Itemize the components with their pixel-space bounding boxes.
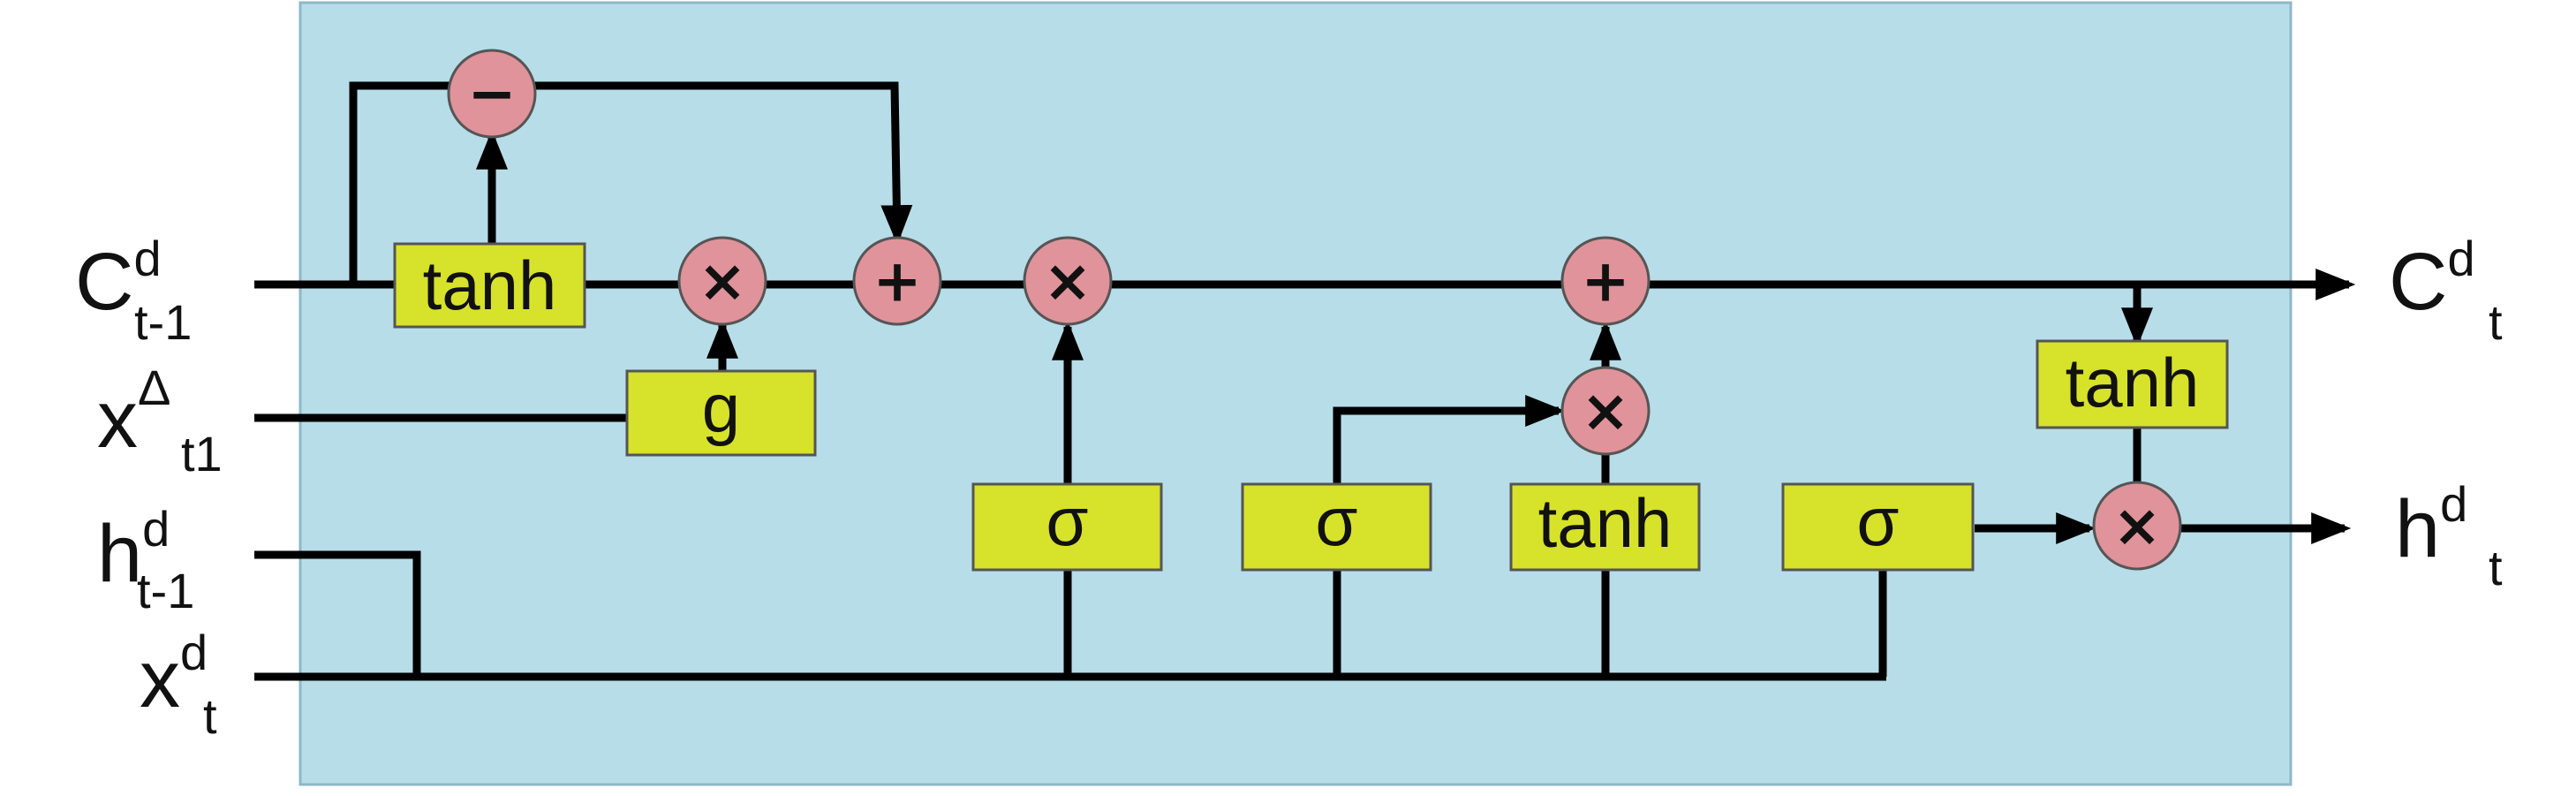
x-t-main: x [140,634,180,724]
h-prev-wire [254,550,421,677]
sigma-forget-gate: σ [971,482,1163,572]
tanh-decay-gate: tanh [393,242,586,329]
h-t-sub: t [2489,540,2503,595]
multiply-forget-operator: × [1023,236,1113,326]
h-prev-label: hd t-1 [97,501,194,618]
cell-background [298,1,2293,786]
add-update-operator: + [1560,236,1651,326]
multiply-output-operator: × [2092,481,2182,571]
sigma-output-gate: σ [1781,482,1975,572]
tanh-decay-label: tanh [423,246,557,324]
c-t-label: Cdt [2389,231,2503,350]
multiply-input-symbol: × [1581,377,1629,445]
tanh-output-gate: tanh [2036,339,2229,429]
c-t-main: C [2389,237,2447,327]
add-adjust-symbol: + [873,247,921,315]
h-t-main: h [2395,484,2440,574]
g-decay-gate: g [625,369,817,457]
c-prev-sup: d [133,231,161,286]
h-prev-main: h [97,509,142,599]
c-prev-label: Cd t-1 [75,231,192,350]
decay-bypass-wire [349,81,913,284]
g-decay-label: g [702,369,740,447]
multiply-decay-symbol: × [698,247,746,315]
subtract-symbol: − [467,60,516,128]
sigma-output-label: σ [1856,482,1899,560]
c-prev-sub: t-1 [134,294,192,350]
add-update-symbol: + [1581,247,1629,315]
x-delta-label: xΔt1 [97,360,223,481]
multiply-output-symbol: × [2112,492,2161,560]
c-t-sub: t [2489,294,2503,350]
multiply-input-operator: × [1560,366,1651,456]
x-delta-sub: t1 [181,426,223,481]
x-t-sup: d [180,625,208,680]
h-prev-sup: d [142,501,170,557]
x-delta-sup: Δ [138,360,170,415]
tanh-candidate-gate: tanh [1509,482,1701,572]
sigma-input-label: σ [1315,482,1357,560]
sigma-input-gate: σ [1241,482,1432,572]
x-t-sub: t [203,688,217,744]
c-prev-main: C [75,237,133,327]
multiply-decay-operator: × [677,236,767,326]
tanh-output-label: tanh [2066,344,2200,421]
subtract-operator: − [447,49,537,139]
c-t-sup: d [2447,231,2474,286]
multiply-forget-symbol: × [1043,247,1092,315]
h-t-label: hdt [2395,476,2503,595]
tanh-candidate-label: tanh [1538,484,1673,562]
sigma-forget-label: σ [1046,482,1088,560]
h-prev-sub: t-1 [137,563,194,618]
sigma-input-wire [1333,395,1566,484]
add-adjust-operator: + [852,236,942,326]
x-delta-main: x [97,375,138,465]
h-t-sup: d [2440,476,2467,532]
